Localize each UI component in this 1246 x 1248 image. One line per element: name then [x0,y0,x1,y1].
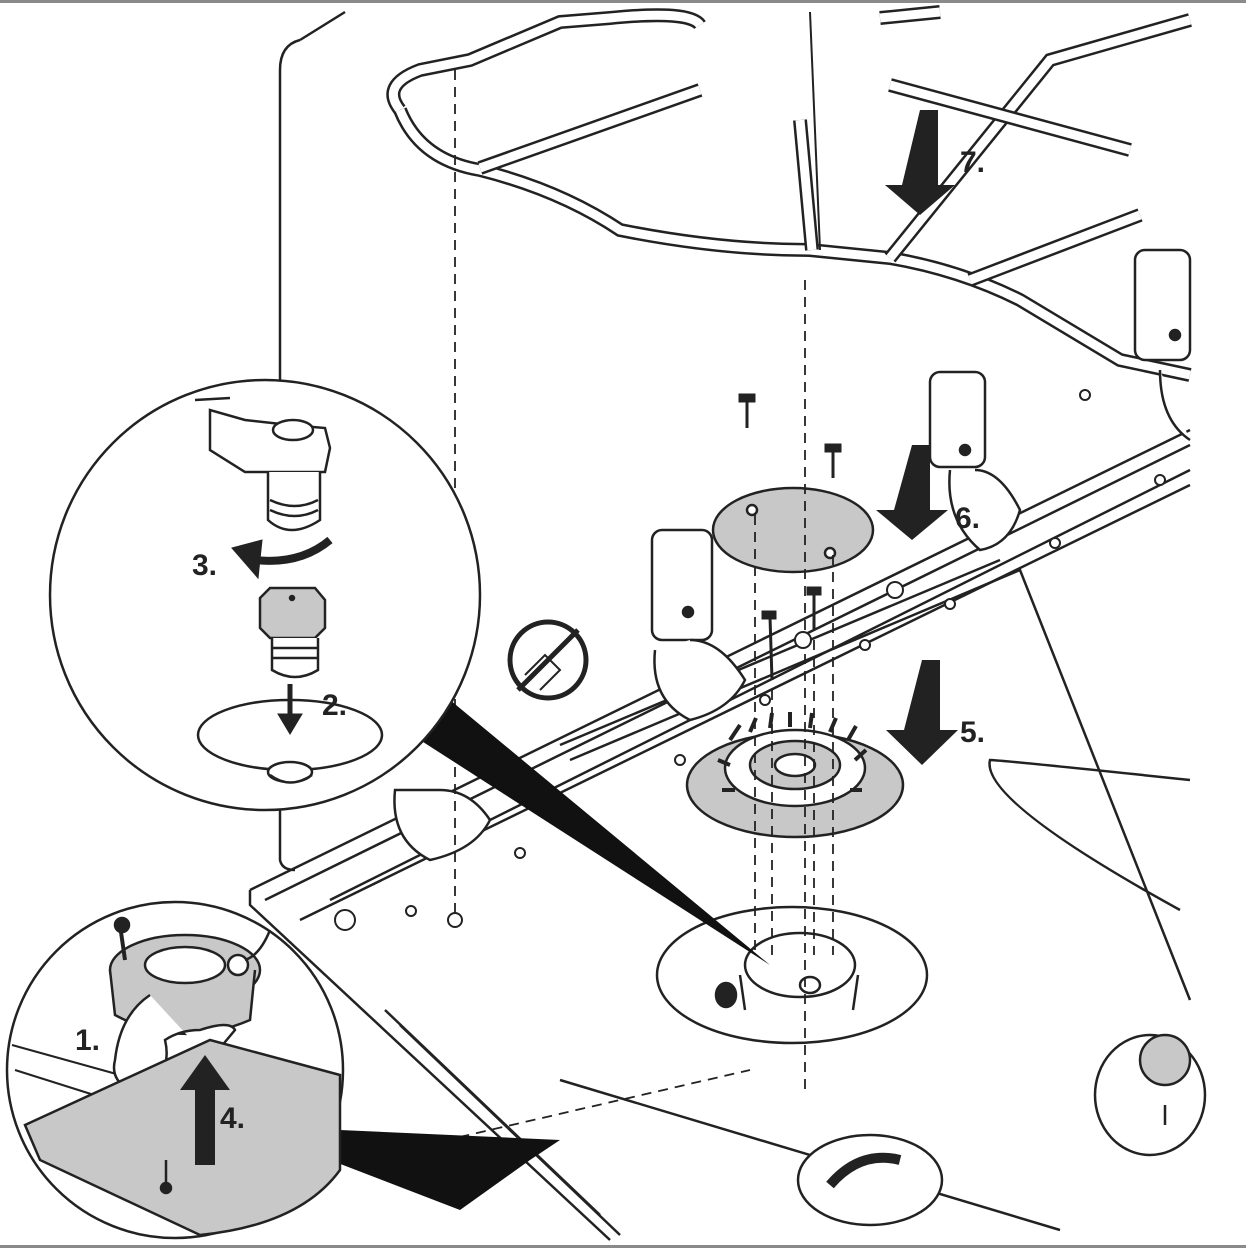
rotate-arrow-icon [231,536,333,580]
screws [738,393,842,681]
arrow-down-icon [876,445,948,540]
screw [806,586,822,630]
burner-base [655,905,929,1045]
step-label-4: 4. [220,1102,245,1135]
burner-head [685,712,905,839]
screw [824,443,842,478]
grate-support-foot [650,528,747,722]
arrow-down-icon [885,110,955,215]
step-arrows [876,110,958,765]
surface-holes [334,389,1166,931]
control-knob [796,1133,944,1227]
small-screw [159,1160,173,1195]
cooking-grate [386,5,1192,382]
burner-cap [711,486,875,574]
step-label-6: 6. [955,502,980,535]
step-label-3: 3. [192,549,217,582]
arrow-down-icon [886,660,958,765]
cooktop-panel-detail [23,1038,342,1237]
no-tools-prohibition-icon [507,619,589,701]
detail-circle-burner-removal [5,900,345,1240]
step-label-7: 7. [960,146,985,179]
screw [761,610,777,681]
grate-support-foot [1133,248,1192,442]
step-label-5: 5. [960,716,985,749]
step-label-1: 1. [75,1024,100,1057]
grate-supports [393,248,1192,862]
grate-support-foot [393,788,492,862]
detail-circle-injector [48,378,482,812]
arrow-down-icon [277,684,303,735]
zoom-wedge [320,700,770,1210]
grate-support-foot [928,370,1022,552]
gas-fitting [194,396,332,532]
arrow-up-icon [180,1055,230,1165]
right-burner-hint [1093,1033,1207,1157]
step-label-2: 2. [322,689,347,722]
screw [738,393,756,428]
injector-nozzle [258,586,327,679]
